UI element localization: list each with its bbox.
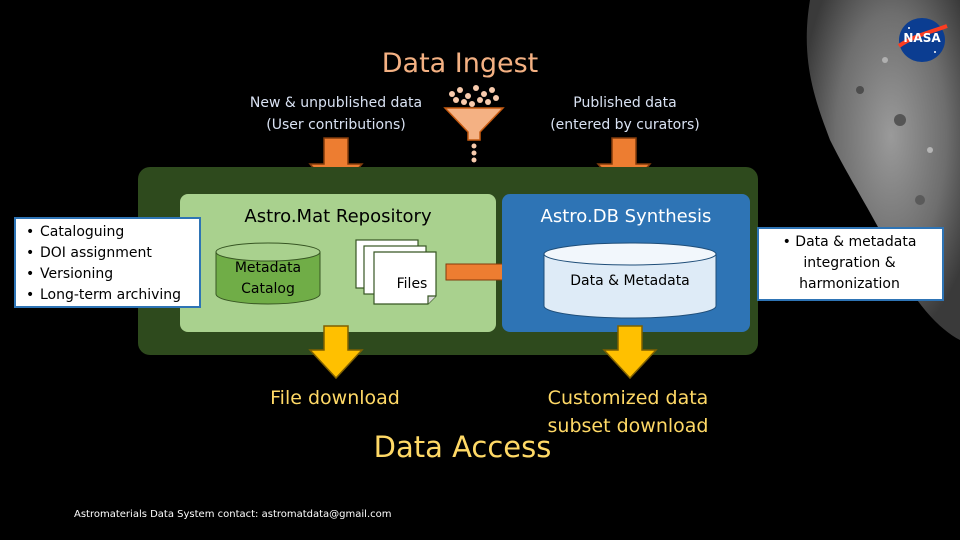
data-access-title: Data Access	[373, 430, 552, 464]
feature-item: Cataloguing	[26, 222, 199, 243]
metadata-catalog-label: Metadata Catalog	[214, 258, 322, 300]
funnel-icon	[443, 85, 505, 163]
subset-download-line2: subset download	[547, 415, 709, 437]
feature-item: • Data & metadata integration & harmoniz…	[763, 232, 936, 295]
files-label: Files	[396, 276, 428, 292]
astrodb-synthesis-title: Astro.DB Synthesis	[540, 206, 712, 227]
data-metadata-label: Data & Metadata	[570, 273, 690, 289]
file-download-label: File download	[270, 387, 400, 409]
feature-item-text: Data & metadata integration & harmonizat…	[795, 234, 917, 292]
data-ingest-title: Data Ingest	[381, 48, 539, 79]
nasa-logo-text: NASA	[903, 31, 941, 45]
feature-item: Versioning	[26, 264, 199, 285]
download-arrow-right	[602, 325, 658, 380]
published-data-label-line2: (entered by curators)	[550, 117, 700, 133]
footer-contact: Astromaterials Data System contact: astr…	[74, 509, 392, 520]
synthesis-features-list: • Data & metadata integration & harmoniz…	[757, 227, 944, 301]
feature-item: Long-term archiving	[26, 285, 199, 306]
feature-item: DOI assignment	[26, 243, 199, 264]
repository-features-list: Cataloguing DOI assignment Versioning Lo…	[14, 217, 201, 308]
files-stack-icon	[355, 239, 437, 305]
new-data-label-line1: New & unpublished data	[249, 95, 423, 111]
data-metadata-cylinder	[543, 242, 717, 319]
metadata-catalog-cylinder	[215, 242, 321, 305]
published-data-label-line1: Published data	[573, 95, 677, 111]
astromat-repository-title: Astro.Mat Repository	[244, 206, 432, 227]
published-data-label: Published data (entered by curators)	[530, 92, 720, 136]
nasa-logo: NASA	[895, 16, 949, 64]
new-data-label: New & unpublished data (User contributio…	[228, 92, 444, 136]
subset-download-line1: Customized data	[547, 387, 709, 409]
subset-download-label: Customized data subset download	[528, 384, 728, 440]
new-data-label-line2: (User contributions)	[266, 117, 406, 133]
download-arrow-left	[308, 325, 364, 380]
bullet-icon: •	[782, 234, 796, 250]
metadata-catalog-line2: Catalog	[241, 281, 295, 297]
metadata-catalog-line1: Metadata	[234, 260, 302, 276]
